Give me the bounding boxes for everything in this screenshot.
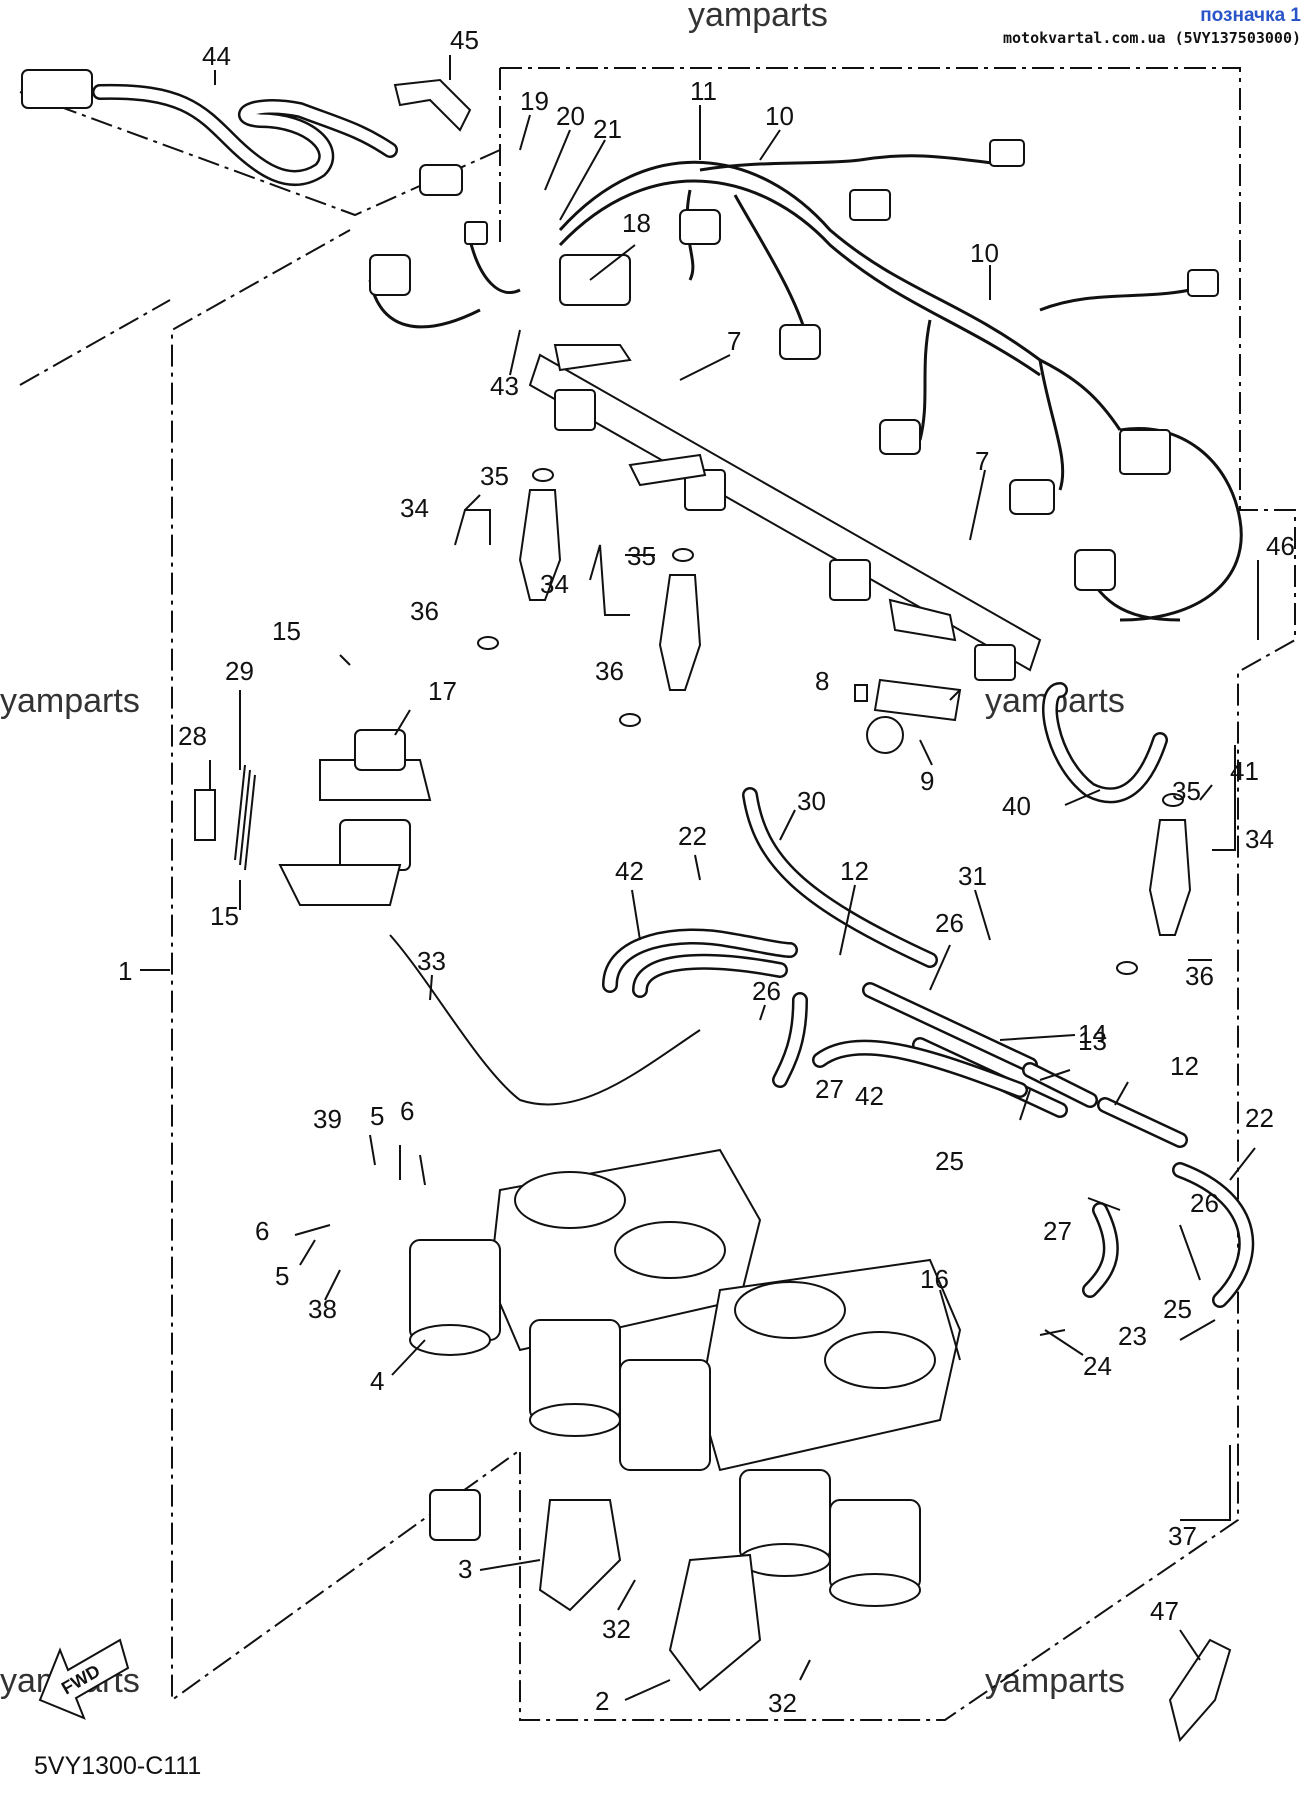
watermark: yamparts	[0, 682, 140, 720]
callout-label: 35	[480, 461, 509, 491]
callout-label: 7	[727, 326, 741, 356]
page-title: позначка 1	[1200, 5, 1301, 26]
callout-label: 38	[308, 1294, 337, 1324]
callout-label: 1	[118, 956, 132, 986]
callout-label: 21	[593, 114, 622, 144]
callout-label: 17	[428, 676, 457, 706]
callout-label: 5	[370, 1101, 384, 1131]
callout-label: 42	[855, 1081, 884, 1111]
callout-label: 41	[1230, 756, 1259, 786]
callout-label: 9	[920, 766, 934, 796]
callout-label: 39	[313, 1104, 342, 1134]
callout-label: 40	[1002, 791, 1031, 821]
callout-label: 5	[275, 1261, 289, 1291]
callout-label: 25	[935, 1146, 964, 1176]
callout-label: 26	[1190, 1188, 1219, 1218]
callout-label: 6	[255, 1216, 269, 1246]
callout-label: 42	[615, 856, 644, 886]
throttle-position-sensor	[429, 1489, 762, 1692]
callout-label: 27	[1043, 1216, 1072, 1246]
callout-label: 32	[602, 1614, 631, 1644]
callout-label: 33	[417, 946, 446, 976]
source-reference: motokvartal.com.ua (5VY137503000)	[1002, 29, 1301, 47]
watermark: yamparts	[688, 0, 828, 34]
callout-label: 15	[210, 901, 239, 931]
callout-label: 45	[450, 25, 479, 55]
fuel-injectors	[477, 468, 1192, 975]
callout-label: 26	[935, 908, 964, 938]
callout-label: 44	[202, 41, 231, 71]
sub-harness-44	[21, 69, 472, 196]
callout-label: 18	[622, 208, 651, 238]
callout-label: 36	[410, 596, 439, 626]
callout-label: 34	[400, 493, 429, 523]
callout-label: 37	[1168, 1521, 1197, 1551]
callout-label: 2	[595, 1686, 609, 1716]
callout-label: 12	[840, 856, 869, 886]
callout-label: 6	[400, 1096, 414, 1126]
callout-label: 8	[815, 666, 829, 696]
callout-label: 22	[678, 821, 707, 851]
callout-label: 10	[970, 238, 999, 268]
callout-label: 30	[797, 786, 826, 816]
callout-label: 27	[815, 1074, 844, 1104]
callout-label: 15	[272, 616, 301, 646]
callout-label: 35	[627, 541, 656, 571]
callout-label: 26	[752, 976, 781, 1006]
page-header: позначка 1 motokvartal.com.ua (5VY137503…	[981, 4, 1301, 48]
diagram-code: 5VY1300-C111	[34, 1752, 202, 1780]
fuel-rail	[528, 344, 1042, 681]
callout-label: 11	[690, 76, 717, 106]
callout-label: 34	[1245, 824, 1274, 854]
wire-harness	[368, 139, 1243, 622]
callout-label: 12	[1170, 1051, 1199, 1081]
callout-label: 36	[595, 656, 624, 686]
throttle-bodies	[409, 1148, 962, 1607]
callout-label: 31	[958, 861, 987, 891]
callout-label: 4	[370, 1366, 384, 1396]
callout-label: 3	[458, 1554, 472, 1584]
callout-label: 25	[1163, 1294, 1192, 1324]
callout-label: 36	[1185, 961, 1214, 991]
callout-label: 32	[768, 1688, 797, 1718]
callout-label: 23	[1118, 1321, 1147, 1351]
assembly-outline	[19, 67, 1296, 1721]
callout-label: 13	[1078, 1026, 1107, 1056]
leader-lines	[140, 55, 1259, 1701]
callout-label: 20	[556, 101, 585, 131]
callout-label: 34	[540, 569, 569, 599]
callout-label: 24	[1083, 1351, 1112, 1381]
callout-label: 14	[1078, 1019, 1107, 1049]
pressure-regulator	[854, 678, 962, 754]
callout-label: 43	[490, 371, 519, 401]
callout-label: 19	[520, 86, 549, 116]
callout-label: 10	[765, 101, 794, 131]
callout-label: 35	[1172, 776, 1201, 806]
callout-label: 22	[1245, 1103, 1274, 1133]
callout-label: 29	[225, 656, 254, 686]
idle-valve	[194, 729, 432, 906]
callout-label: 28	[178, 721, 207, 751]
vacuum-hoses	[389, 682, 1255, 1308]
watermark: yamparts	[985, 1662, 1125, 1700]
callout-label: 47	[1150, 1596, 1179, 1626]
callout-label: 46	[1266, 531, 1295, 561]
callout-labels: 44 45 19 20 21 11 10 18 10 7 43 35 34 7 …	[118, 25, 1295, 1718]
callout-label: 16	[920, 1264, 949, 1294]
callout-label: 7	[975, 446, 989, 476]
bracket-47	[1168, 1638, 1232, 1743]
